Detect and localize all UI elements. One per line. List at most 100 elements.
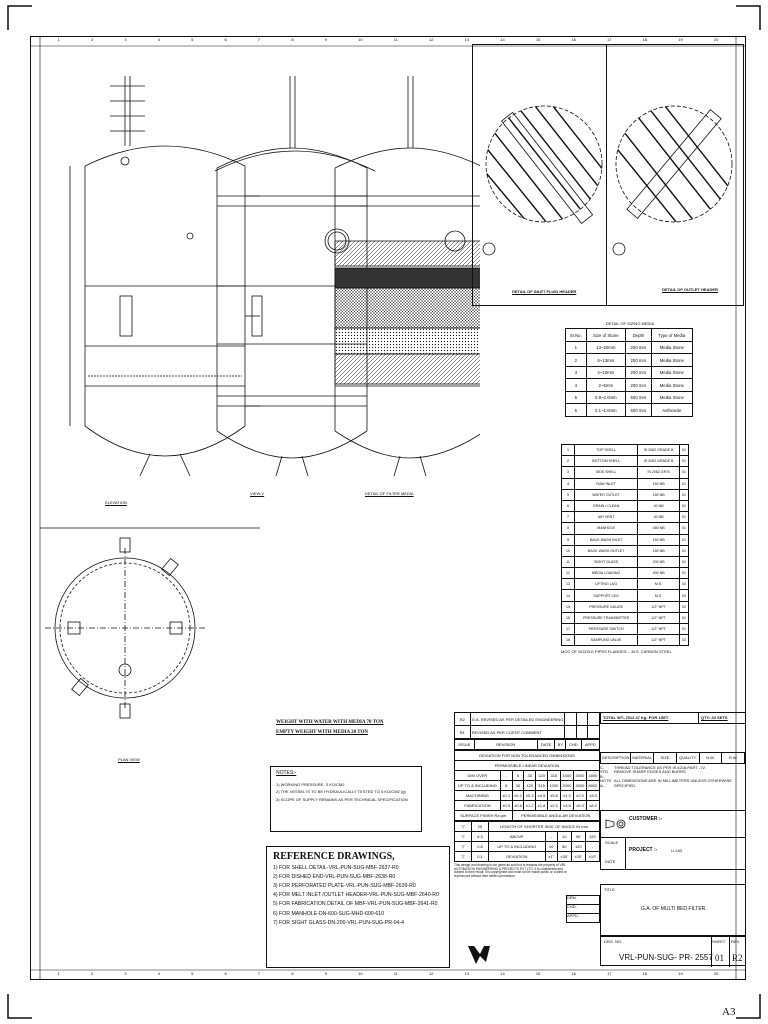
nozzle-table-cell: SIGHT GLASS [573,555,639,569]
project-value: U-183 [671,848,682,853]
quantity: QTY:-02 SETS [698,713,745,723]
nozzle-table-cell: 1 [561,443,575,457]
deviation-cell: ±0.5 [499,800,513,811]
deviation-cell: ±0.8 [546,790,561,801]
nozzle-table-cell: 02 [679,634,689,647]
column-number: 17 [607,971,612,976]
drawing-number-box: DRG. NO. VRL-PUN-SUG- PR- 2557 SHEET 01 … [600,936,746,967]
scale-project-box: SCALE DATE PROJECT :- U-183 [600,838,746,870]
elevation-caption: ELEVATION [105,500,127,505]
nozzle-table-cell: 15 [561,600,575,613]
deviation-cell: ±8.0 [585,800,601,811]
angular-cell: 10 [556,831,572,842]
deviation-cell: ±1.2 [523,800,537,811]
media-table-cell: 4 [565,378,587,392]
nozzle-table-cell: SAMPLING VALVE [573,634,639,647]
column-number: 4 [157,37,160,42]
media-table: Sr.No. Size of Stone Depth Type of Media… [565,328,694,417]
column-number: 13 [464,971,470,976]
column-number: 15 [535,971,541,976]
media-table-cell: 2 [565,353,587,367]
nozzle-table-cell: 11 [561,555,575,569]
nozzle-table-cell: 01 [679,499,689,513]
nozzle-table-cell: 14 [561,589,575,602]
revision-number: R2 [732,953,743,963]
nozzle-table-cell: 7 [561,511,575,524]
column-number: 6 [224,37,227,42]
nozzle-table-cell: MEDIA LOADING [573,567,639,580]
nozzle-table-cell: 01 [679,622,689,636]
material-header-cell: R.W. [722,753,746,763]
reference-drawing-item: 7) FOR SIGHT GLASS-DN-200-VRL-PUN-SUG-PR… [273,919,405,926]
column-number: 4 [157,971,160,976]
nozzle-table-cell: MANHOLE [573,522,639,535]
deviation-cell: - [499,770,513,781]
media-table-cell: 2~5mm [585,378,627,392]
column-number: 3 [124,37,127,42]
deviation-cell: MACHINING [454,790,501,801]
column-number: 12 [429,971,434,976]
deviation-cell: FABRICATION [454,800,501,811]
column-number: 5 [191,971,194,976]
angular-cell: 50 [570,831,586,842]
approval-labels: DRN. CHD. APPD. [566,895,600,923]
column-number: 11 [393,971,398,976]
nozzle-table-cell: 17 [561,622,575,636]
media-table-cell: Media Stone [650,390,694,405]
angular-cell: ±1° [544,851,558,862]
nozzle-table-cell: M.S. [637,589,680,602]
media-table-cell: 200 mm [625,340,652,355]
nozzle-table-cell: IS 2062 GRADE B [637,443,680,457]
deviation-cell: ±0.8 [511,800,525,811]
nozzle-table-cell: 150 NB [637,477,680,490]
media-table-cell: 200 mm [625,378,652,392]
nozzle-table-cell: 40 NB [637,511,680,524]
nozzle-table-cell: BACK WASH OUTLET [573,544,639,557]
filter-media-caption: DETAIL OF FILTER MEDIA [365,491,414,496]
nozzle-table-cell: 1/2" NPT [637,600,680,613]
plan-view-drawing [40,527,260,719]
column-number: 12 [429,37,434,42]
media-col-size: Size of Stone [585,328,627,342]
nozzle-table-cell: DRAIN / CLEAN [573,499,639,513]
column-number: 5 [191,37,194,42]
material-header-cell: DESCRIPTION [601,753,632,763]
title-label: TITLE [604,887,615,892]
media-table-cell: 500 mm [625,403,652,417]
media-table-title: DETAIL OF SIZING MEDIA [605,321,655,326]
note-1: 1) WORKING PRESSURE- 3 KG/CM2 [276,781,345,787]
deviation-cell: 315 [535,780,548,791]
nozzle-table-cell: 3 [561,466,575,479]
deviation-cell: 1000 [546,780,561,791]
nozzle-table-cell: 5 [561,488,575,501]
column-number: 3 [124,971,127,976]
outlet-header-caption: DETAIL OF OUTLET HEADER [662,287,718,292]
reference-drawing-item: 2) FOR DISHED END-VRL-PUN-SUG-MBF-2638-R… [273,873,396,880]
media-table-cell: 6 [565,403,587,417]
column-number: 7 [257,37,261,42]
projection-symbol-icon [605,819,626,829]
total-weight-bar: TOTAL WT:-7912.47 Kg- FOR 1SET QTY:-02 S… [600,712,746,724]
nozzle-table-cell: BACK WASH INLET [573,533,639,546]
deviation-cell: 6 [511,770,525,781]
nozzle-table-cell: PRESSURE TRANSMITTER [573,611,639,625]
nozzle-table-cell: 01 [679,567,689,580]
column-number: 2 [90,37,94,42]
column-number: 1 [57,971,60,976]
column-number: 16 [571,37,576,42]
column-number: 8 [291,971,294,976]
